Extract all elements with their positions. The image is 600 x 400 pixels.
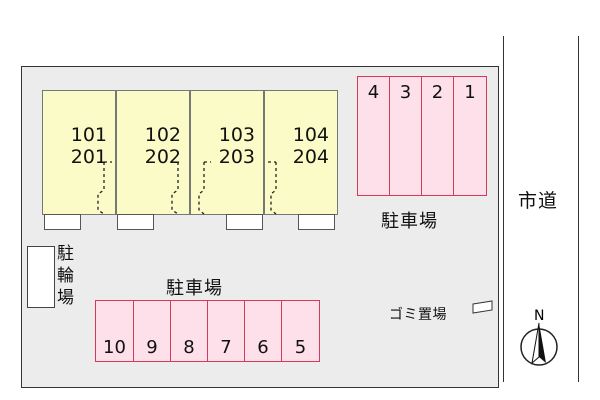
parking-spot-number: 4: [367, 82, 380, 103]
unit-upper-number: 102: [144, 124, 181, 146]
parking-spot-6: 6: [244, 300, 282, 362]
unit-101-201: 101 201: [42, 90, 116, 215]
entry-step: [44, 214, 81, 230]
parking-spot-number: 6: [257, 337, 269, 358]
unit-lower-number: 203: [218, 146, 255, 168]
bicycle-parking-area: [27, 246, 55, 308]
parking-bottom-label: 駐車場: [166, 278, 223, 299]
parking-spot-number: 7: [220, 337, 232, 358]
parking-spot-number: 9: [146, 337, 158, 358]
unit-lower-number: 202: [144, 146, 181, 168]
unit-103-203: 103 203: [190, 90, 264, 215]
road-line-left: [503, 36, 504, 382]
parking-spot-5: 5: [281, 300, 320, 362]
parking-spot-number: 3: [399, 82, 412, 103]
compass-north-label: N: [534, 308, 544, 324]
north-compass-icon: N: [513, 305, 565, 369]
parking-spot-2: 2: [421, 76, 454, 196]
unit-102-202: 102 202: [116, 90, 190, 215]
unit-104-204: 104 204: [264, 90, 338, 215]
garbage-area-label: ゴミ置場: [389, 307, 447, 323]
unit-lower-number: 204: [292, 146, 329, 168]
bicycle-parking-label: 駐輪場: [57, 244, 74, 308]
parking-spot-number: 5: [294, 337, 307, 358]
parking-spot-1: 1: [453, 76, 487, 196]
unit-upper-number: 103: [218, 124, 255, 146]
road-label: 市道: [518, 190, 559, 212]
parking-spot-number: 10: [103, 337, 126, 358]
parking-spot-number: 1: [464, 82, 476, 103]
parking-spot-9: 9: [133, 300, 171, 362]
parking-spot-number: 8: [183, 337, 195, 358]
entry-step: [298, 214, 335, 230]
parking-spot-number: 2: [431, 82, 444, 103]
unit-lower-number: 201: [70, 146, 107, 168]
unit-upper-number: 101: [70, 124, 107, 146]
unit-upper-number: 104: [292, 124, 329, 146]
entry-step: [226, 214, 263, 230]
road-line-right: [578, 36, 579, 382]
entry-step: [117, 214, 154, 230]
parking-top-label: 駐車場: [381, 211, 438, 232]
